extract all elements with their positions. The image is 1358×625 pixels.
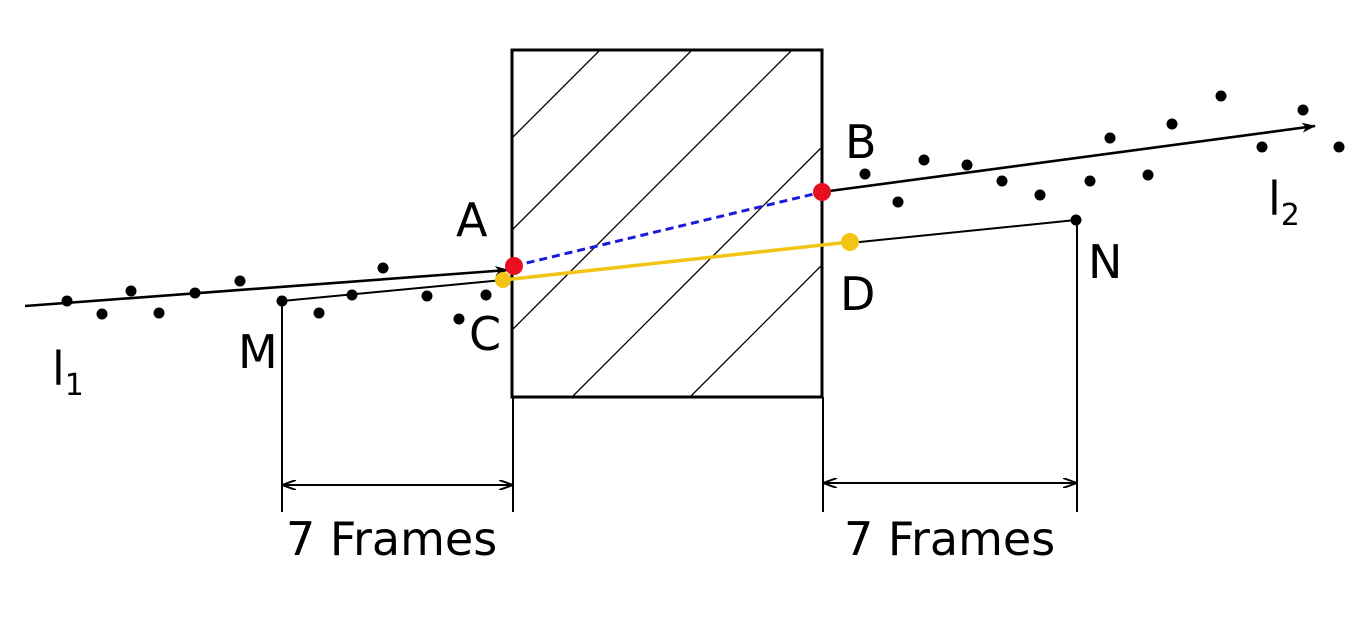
observation-point [892, 196, 904, 208]
observation-point [189, 287, 201, 299]
occlusion-box [510, 48, 824, 399]
trajectory-l2 [821, 122, 1316, 194]
observation-point [918, 154, 930, 166]
observations-l1 [61, 262, 492, 325]
point-A-marker [505, 257, 523, 275]
extension-lines [281, 220, 1078, 512]
label-D: D [840, 267, 875, 321]
observation-point [996, 175, 1008, 187]
observation-point [1104, 132, 1116, 144]
observation-point [1034, 189, 1046, 201]
observation-point [961, 159, 973, 171]
point-D-marker [841, 233, 859, 251]
label-l2: l2 [1268, 172, 1300, 233]
observation-point [1166, 118, 1178, 130]
observation-point [377, 262, 389, 274]
point-C-marker [495, 272, 511, 288]
observation-point [1084, 175, 1096, 187]
span-label-left: 7 Frames [286, 512, 497, 566]
segment-CD [502, 240, 851, 282]
observation-point [125, 285, 137, 297]
observation-point [1297, 104, 1309, 116]
observation-point [1333, 141, 1345, 153]
observation-point [453, 313, 465, 325]
label-M: M [238, 325, 278, 379]
segment-MC [281, 279, 504, 302]
label-A: A [456, 193, 488, 247]
label-l1: l1 [52, 342, 84, 403]
span-label-right: 7 Frames [844, 512, 1055, 566]
observation-point [61, 295, 73, 307]
observation-point [346, 289, 358, 301]
hatch-pattern [512, 50, 822, 397]
observation-point [1215, 90, 1227, 102]
observation-point [859, 168, 871, 180]
observation-point [234, 275, 246, 287]
observation-point [1142, 169, 1154, 181]
observation-point [313, 307, 325, 319]
label-N: N [1088, 235, 1122, 289]
label-C: C [469, 307, 501, 361]
observations-l2 [859, 90, 1345, 226]
label-B: B [845, 115, 877, 169]
point-B-marker [813, 183, 831, 201]
trajectory-l1 [24, 265, 509, 308]
segment-AB-dashed [513, 190, 823, 268]
observation-point [153, 307, 165, 319]
observation-point [1256, 141, 1268, 153]
observation-point [480, 289, 492, 301]
observation-point [421, 290, 433, 302]
segment-DN [849, 219, 1077, 244]
observation-point [96, 308, 108, 320]
